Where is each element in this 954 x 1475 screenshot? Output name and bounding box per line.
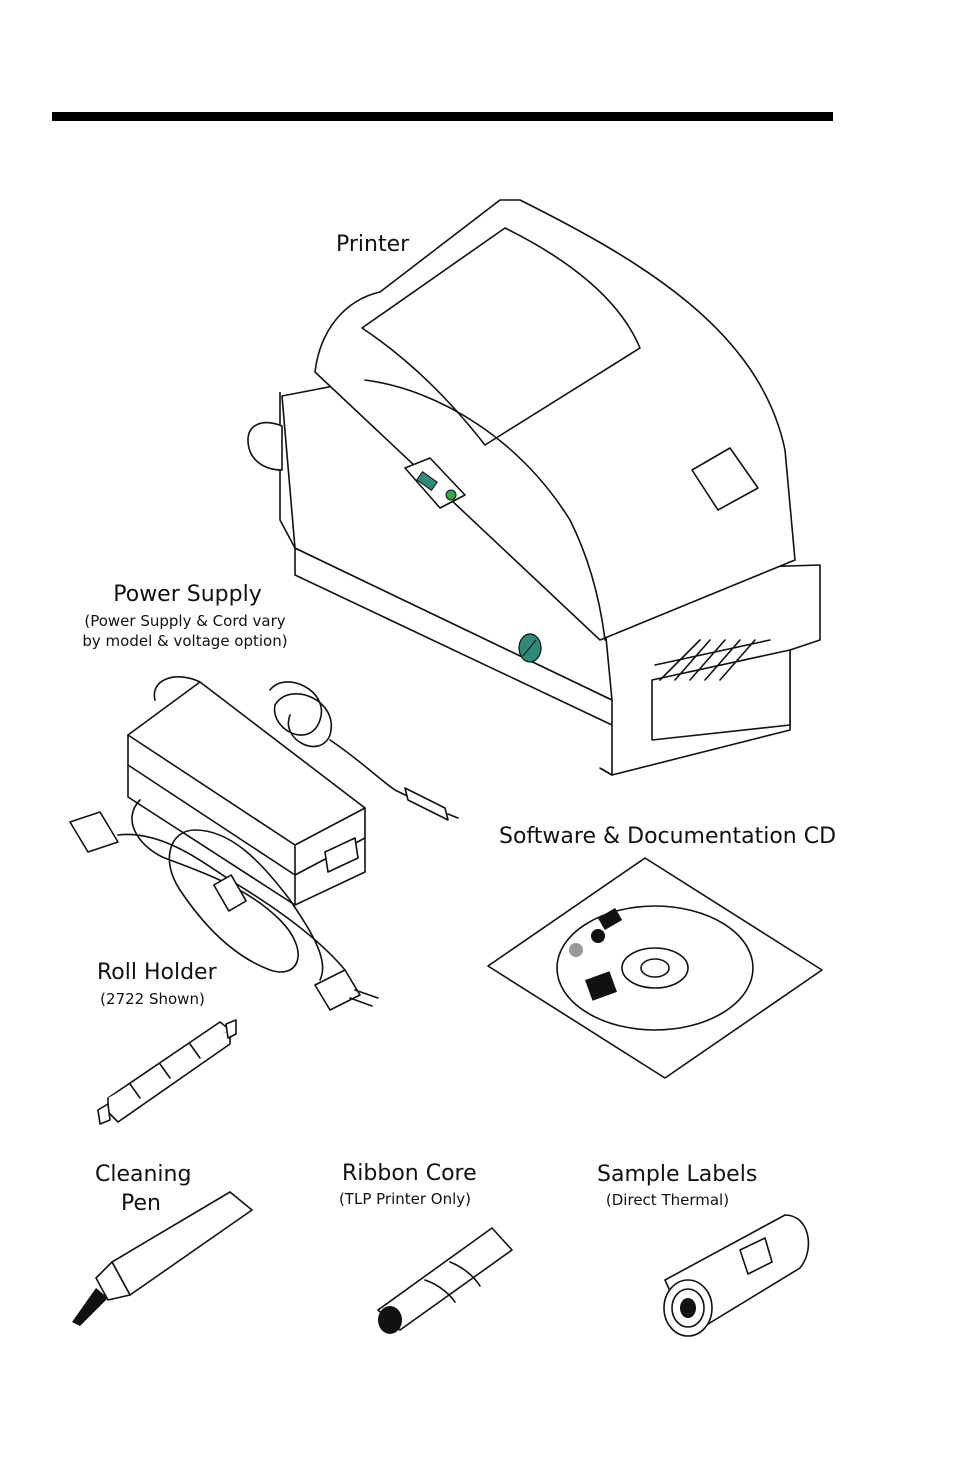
roll-holder-illustration — [97, 1019, 237, 1125]
sample-labels-label: Sample Labels — [597, 1162, 758, 1187]
power-supply-note-line2: by model & voltage option) — [82, 632, 288, 650]
ribbon-core-note: (TLP Printer Only) — [338, 1190, 472, 1208]
cd-label: Software & Documentation CD — [499, 824, 837, 849]
cleaning-pen-label-line1: Cleaning — [95, 1162, 192, 1187]
sample-labels-illustration — [663, 1214, 810, 1337]
printer-illustration — [247, 199, 821, 776]
power-supply-note-line1: (Power Supply & Cord vary — [84, 612, 286, 630]
cleaning-pen-illustration — [72, 1191, 253, 1326]
sample-labels-note: (Direct Thermal) — [605, 1191, 730, 1209]
printer-label: Printer — [336, 232, 410, 257]
power-supply-label: Power Supply — [113, 582, 262, 607]
cleaning-pen-label-line2: Pen — [121, 1191, 161, 1216]
power-supply-illustration — [69, 676, 459, 1011]
roll-holder-label: Roll Holder — [97, 960, 217, 985]
cd-illustration — [487, 857, 823, 1079]
header-rule — [52, 112, 833, 121]
roll-holder-note: (2722 Shown) — [100, 990, 205, 1008]
ribbon-core-illustration — [377, 1227, 513, 1334]
ribbon-core-label: Ribbon Core — [342, 1161, 477, 1186]
